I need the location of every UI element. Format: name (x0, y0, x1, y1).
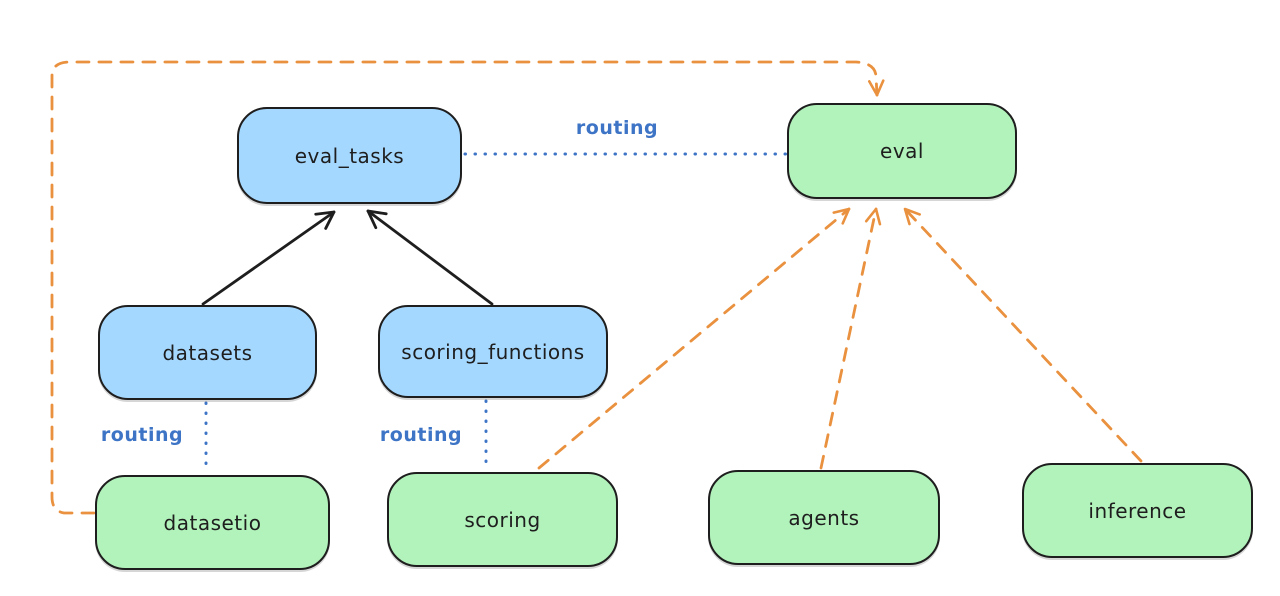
node-scoring-functions-label: scoring_functions (401, 339, 585, 364)
routing-label-eval-tasks-eval: routing (575, 117, 659, 139)
edge-scoring_functions-to-eval_tasks (366, 209, 494, 306)
node-agents-label: agents (788, 505, 860, 530)
node-datasets: datasets (98, 305, 317, 400)
node-datasetio: datasetio (95, 475, 330, 570)
node-scoring-label: scoring (464, 507, 541, 532)
node-inference: inference (1022, 463, 1253, 558)
node-datasetio-label: datasetio (163, 510, 262, 535)
node-scoring: scoring (387, 472, 618, 567)
node-agents: agents (708, 470, 940, 565)
routing-label-datasets-datasetio: routing (100, 424, 184, 446)
node-datasets-label: datasets (162, 340, 253, 365)
routing-label-scoring-functions-scoring: routing (379, 424, 463, 446)
node-eval-tasks: eval_tasks (237, 107, 462, 204)
node-inference-label: inference (1088, 498, 1187, 523)
edge-agents-to-eval (819, 207, 882, 470)
edge-datasets-to-eval_tasks (201, 210, 336, 306)
edge-inference-to-eval (903, 207, 1143, 463)
node-scoring-functions: scoring_functions (378, 305, 608, 398)
node-eval-label: eval (880, 139, 924, 163)
node-eval: eval (787, 103, 1017, 199)
node-eval-tasks-label: eval_tasks (294, 143, 405, 168)
